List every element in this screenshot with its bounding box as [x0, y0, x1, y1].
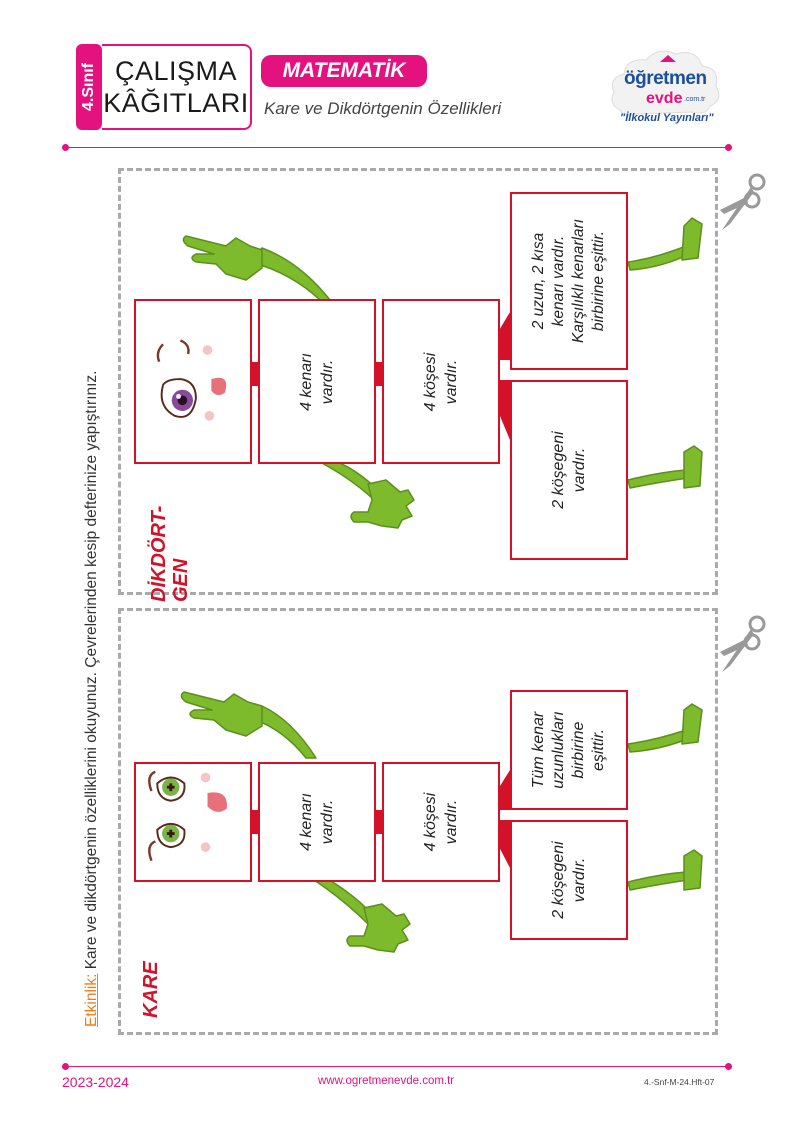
title-line-2: KÂĞITLARI	[103, 88, 249, 118]
connector	[252, 362, 258, 386]
square-face	[134, 762, 252, 882]
rectangle-cutout-panel	[118, 168, 718, 595]
rectangle-face	[134, 299, 252, 464]
connector	[500, 312, 510, 360]
logo-domain-text: .com.tr	[684, 96, 706, 103]
rectangle-sides-box: 4 kenarı vardır.	[258, 299, 376, 464]
connector	[500, 380, 510, 440]
connector	[500, 820, 510, 868]
footer-doc-code: 4.-Snf-M-24.Hft-07	[644, 1077, 715, 1087]
box-text-line: 4 köşesi	[422, 352, 439, 411]
rectangle-diagonals-box: 2 köşegeni vardır.	[510, 380, 628, 560]
box-text-line: 4 kenarı	[298, 352, 315, 411]
footer-website-link[interactable]: www.ogretmenevde.com.tr	[318, 1075, 455, 1087]
box-text-line: kenarı vardır.	[550, 235, 567, 327]
box-text-line: 4 kenarı	[298, 793, 315, 851]
grade-tab: 4.Sınıf	[76, 44, 102, 130]
box-text-line: 2 köşegeni	[550, 431, 567, 509]
scissors-icon	[720, 615, 766, 672]
box-text-line: vardır.	[319, 799, 336, 845]
box-text-line: uzunlukları	[550, 711, 567, 789]
square-sides-box: 4 kenarı vardır.	[258, 762, 376, 882]
worksheet-title: ÇALIŞMA KÂĞITLARI	[102, 44, 252, 130]
box-text-line: vardır.	[571, 857, 588, 903]
box-text-line: 2 köşegeni	[550, 841, 567, 919]
connector	[500, 770, 510, 810]
footer-divider	[62, 1063, 732, 1070]
logo-main-text: öğretmen	[624, 68, 707, 89]
publisher-logo: öğretmen evde .com.tr "İlkokul Yayınları…	[606, 44, 724, 132]
square-cutout-panel	[118, 608, 718, 1035]
box-text-line: birbirine	[570, 721, 587, 779]
box-text-line: Tüm kenar	[530, 711, 547, 789]
connector	[376, 810, 382, 834]
rectangle-corners-box: 4 köşesi vardır.	[382, 299, 500, 464]
square-side-lengths-box: Tüm kenar uzunlukları birbirine eşittir.	[510, 690, 628, 810]
box-text-line: vardır.	[443, 359, 460, 404]
logo-tagline: "İlkokul Yayınları"	[620, 112, 714, 124]
footer-year: 2023-2024	[62, 1074, 129, 1090]
scissors-icon	[720, 173, 766, 230]
connector	[376, 362, 382, 386]
logo-sub-text: evde	[646, 90, 683, 107]
box-text-line: vardır.	[319, 359, 336, 404]
square-corners-box: 4 köşesi vardır.	[382, 762, 500, 882]
box-text-line: eşittir.	[590, 728, 607, 772]
grade-label: 4.Sınıf	[80, 62, 97, 112]
title-line-1: ÇALIŞMA	[114, 56, 238, 86]
box-text-line: Karşılıklı kenarları	[570, 218, 587, 344]
activity-instruction: Etkinlik: Kare ve dikdörtgenin özellikle…	[83, 371, 101, 1028]
activity-lead: Etkinlik:	[83, 973, 100, 1027]
box-text-line: vardır.	[443, 799, 460, 845]
topic-title: Kare ve Dikdörtgenin Özellikleri	[264, 99, 502, 118]
rectangle-label-line-2: GEN	[170, 558, 192, 602]
square-label: KARE	[140, 961, 162, 1018]
activity-text: Kare ve dikdörtgenin özelliklerini okuyu…	[83, 370, 100, 974]
box-text-line: 4 köşesi	[422, 792, 439, 852]
header-divider	[62, 144, 732, 151]
face-icon	[148, 770, 227, 862]
box-text-line: 2 uzun, 2 kısa	[530, 232, 547, 330]
connector	[252, 810, 258, 834]
rectangle-side-lengths-box: 2 uzun, 2 kısa kenarı vardır. Karşılıklı…	[510, 192, 628, 370]
square-label-text: KARE	[140, 961, 162, 1018]
square-diagonals-box: 2 köşegeni vardır.	[510, 820, 628, 940]
face-icon	[156, 339, 227, 421]
rectangle-label: DİKDÖRT- GEN	[148, 506, 192, 602]
box-text-line: vardır.	[571, 447, 588, 493]
cloud-icon	[611, 50, 720, 116]
rectangle-label-line-1: DİKDÖRT-	[148, 505, 170, 602]
subject-badge: MATEMATİK	[261, 55, 427, 87]
box-text-line: birbirine eşittir.	[590, 230, 607, 332]
